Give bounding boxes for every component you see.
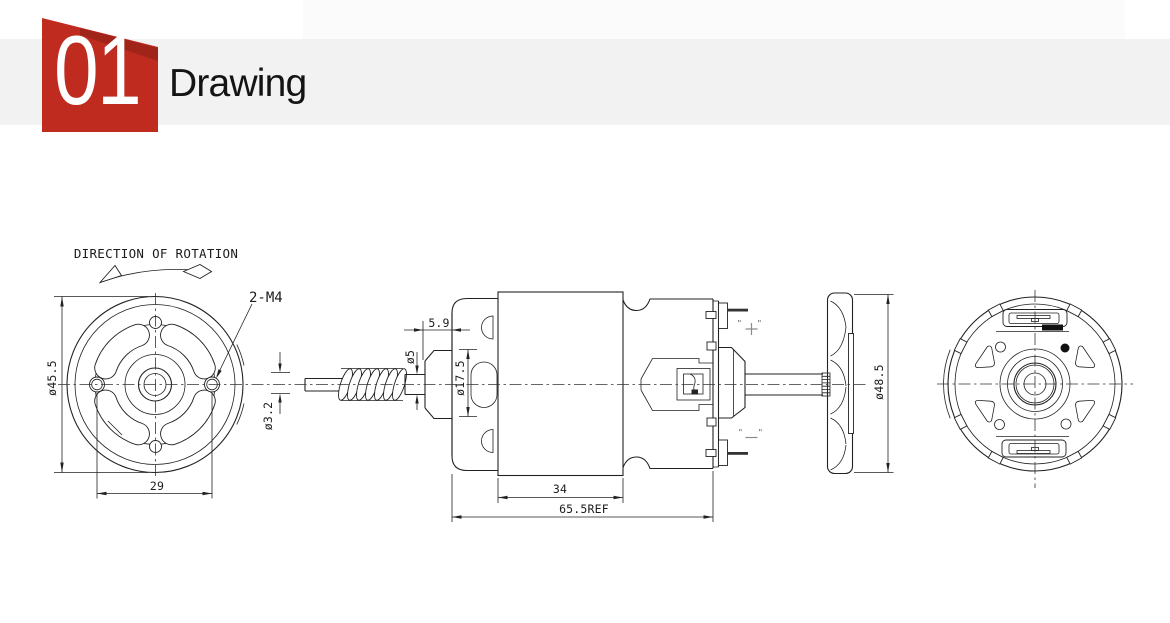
- plate-clip: [706, 417, 717, 427]
- rear-vents: [975, 345, 1095, 423]
- header-band: [0, 39, 1170, 125]
- motor-body: [497, 291, 624, 477]
- badge-shadow: [80, 28, 158, 61]
- rear-hole: [1060, 418, 1072, 430]
- dim-body-length: 34: [553, 482, 567, 496]
- dim-front-shaft-diameter: ø3.2: [261, 402, 275, 431]
- vent-slot: [94, 389, 150, 446]
- rim-tab: [236, 344, 245, 366]
- thread-callout: 2-M4: [249, 290, 283, 306]
- polarity-dot-mark: [1060, 343, 1070, 353]
- dim-hole-spacing: 29: [150, 479, 164, 493]
- fan-hub-plate: [848, 333, 854, 434]
- plate-clip: [705, 449, 717, 457]
- dim-outer-diameter: ø45.5: [45, 360, 59, 396]
- plus-icon: [745, 323, 758, 335]
- top-strip: [303, 0, 1125, 39]
- rim-tab: [236, 403, 245, 425]
- quote-left-minus: ": [738, 428, 743, 437]
- rim-clips: [953, 303, 1117, 465]
- vent-slot: [94, 323, 150, 380]
- page-title: Drawing: [169, 62, 307, 105]
- terminal-pin-negative: [727, 452, 748, 455]
- dim-boss-diameter: ø17.5: [453, 360, 467, 396]
- badge-number: 01: [54, 15, 142, 125]
- dim-fan-diameter: ø48.5: [872, 364, 886, 400]
- vent-slot: [160, 323, 216, 380]
- terminal-block-bottom: [1001, 439, 1067, 458]
- quote-right-plus: ": [757, 319, 762, 328]
- rear-housing: [622, 298, 713, 470]
- front-vent: [481, 429, 494, 453]
- rear-hole: [994, 419, 1005, 430]
- dim-overall-length: 65.5REF: [559, 502, 609, 516]
- centerlines: [58, 290, 1133, 488]
- terminal-tab-negative: [718, 439, 728, 466]
- front-view: ø45.5 29 2-M4 DIRECTION OF ROTATION: [45, 246, 283, 499]
- brush-contact: [691, 389, 698, 395]
- dim-gear-shaft-diameter: ø5: [403, 350, 417, 364]
- vent-slot: [160, 389, 216, 446]
- terminal-tab-positive: [718, 302, 728, 329]
- direction-of-rotation-label: DIRECTION OF ROTATION: [74, 246, 238, 261]
- plate-clip: [705, 311, 717, 319]
- rear-boss: [718, 346, 746, 419]
- dim-shaft-step: 5.9: [428, 316, 449, 330]
- terminal-pin-positive: [727, 308, 748, 312]
- side-view: " " " " ø: [261, 291, 894, 522]
- front-vent: [481, 315, 494, 340]
- rear-hole: [995, 341, 1006, 353]
- section-badge: [42, 18, 159, 132]
- quote-right-minus: ": [758, 428, 763, 437]
- rotation-tail: [182, 263, 213, 280]
- fan-blades: [830, 300, 847, 471]
- badge-shape: [42, 18, 158, 132]
- quote-left-plus: ": [737, 319, 742, 328]
- polarity-bar-mark: [1042, 324, 1063, 331]
- badge-polygon: [42, 18, 158, 132]
- rotation-arrowhead: [98, 264, 123, 284]
- plate-clip: [706, 341, 717, 351]
